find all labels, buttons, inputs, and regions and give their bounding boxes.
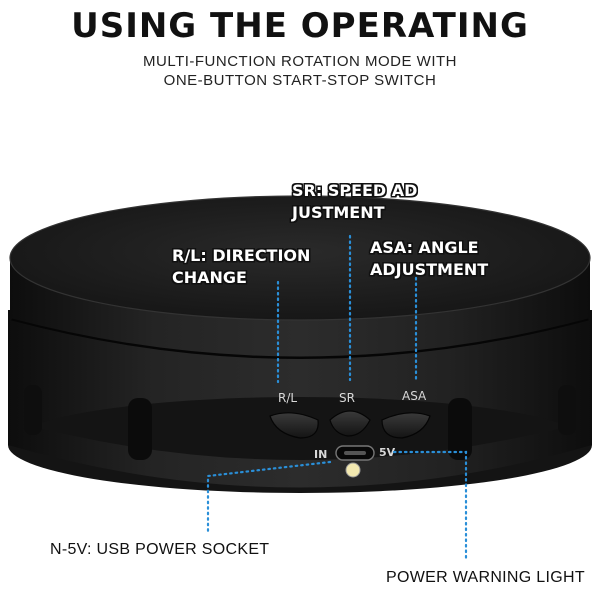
usb-socket-callout: N-5V: USB POWER SOCKET <box>50 541 270 558</box>
power-indicator-light <box>345 462 361 478</box>
subtitle-line-1: MULTI-FUNCTION ROTATION MODE WITH <box>143 53 457 70</box>
sr-callout-line2: JUSTMENT <box>292 203 385 222</box>
rl-callout-line1: R/L: DIRECTION <box>172 246 311 265</box>
sr-callout-label: SR: SPEED AD JUSTMENT <box>292 180 417 224</box>
power-callout-line <box>392 450 468 562</box>
asa-callout-line1: ASA: ANGLE <box>370 238 479 257</box>
right-foot-slot <box>448 398 472 460</box>
port-in-label: IN <box>314 448 327 461</box>
callout-lines <box>206 234 468 562</box>
subtitle-line-2: ONE-BUTTON START-STOP SWITCH <box>163 72 437 89</box>
rotating-platter <box>9 195 591 357</box>
page-subtitle: MULTI-FUNCTION ROTATION MODE WITH ONE-BU… <box>0 52 600 90</box>
rl-button-label: R/L <box>278 391 297 405</box>
control-buttons: R/L SR ASA <box>269 389 431 439</box>
rl-callout-line2: CHANGE <box>172 268 247 287</box>
asa-callout-label: ASA: ANGLE ADJUSTMENT <box>370 237 488 281</box>
page-title: USING THE OPERATING <box>71 6 529 46</box>
rl-button[interactable] <box>269 412 319 439</box>
sr-button-label: SR <box>339 391 355 405</box>
usb-port: IN 5V <box>314 445 396 478</box>
sr-callout-line1: SR: SPEED AD <box>292 181 418 200</box>
port-5v-label: 5V <box>379 446 396 459</box>
sr-button[interactable] <box>329 410 371 437</box>
usb-callout-line <box>206 460 332 536</box>
asa-button[interactable] <box>381 412 431 439</box>
asa-button-label: ASA <box>402 389 427 403</box>
rl-callout-label: R/L: DIRECTION CHANGE <box>172 245 310 289</box>
asa-callout-line2: ADJUSTMENT <box>370 260 489 279</box>
left-foot-slot <box>128 398 152 460</box>
power-light-callout: POWER WARNING LIGHT <box>386 569 585 586</box>
device-base <box>8 310 592 493</box>
